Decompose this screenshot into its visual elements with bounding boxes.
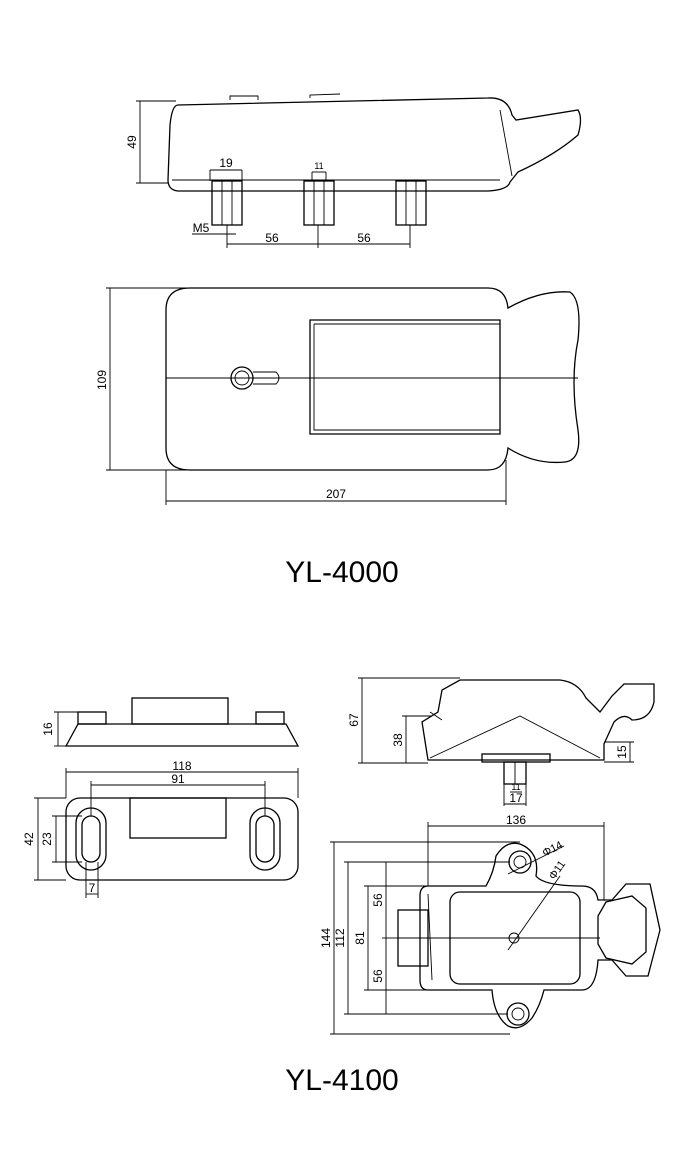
dim-yl4100-pin-diameter: 11 (511, 782, 520, 792)
dim-yl4000-pin-width: 19 (219, 156, 233, 170)
dim-yl4100-base-thickness: 15 (615, 745, 629, 759)
yl4000-side-view (136, 93, 582, 248)
dim-yl4000-spacing-1: 56 (265, 231, 279, 245)
model-title-yl4100: YL-4100 (285, 1064, 398, 1097)
dim-yl4000-length: 207 (326, 487, 346, 501)
dim-yl4100-slot-length: 23 (40, 832, 54, 846)
dim-yl4100-overall-height: 144 (319, 928, 333, 948)
dim-yl4100-body-lower: 38 (391, 733, 405, 747)
dim-yl4100-keeper-height: 16 (41, 722, 55, 736)
dim-yl4000-width: 109 (95, 370, 109, 390)
dim-yl4100-hole-small: Φ11 (547, 859, 568, 882)
dim-yl4100-hole-large: Φ14 (541, 839, 565, 859)
dim-yl4100-hole-spacing: 112 (333, 928, 347, 947)
yl4100-body-side-view (358, 677, 655, 806)
dim-yl4000-center-pin: 11 (314, 161, 323, 171)
dim-yl4100-upper-offset: 56 (371, 893, 385, 907)
model-title-yl4000: YL-4000 (285, 556, 398, 589)
dim-yl4000-height: 49 (125, 135, 139, 149)
dim-yl4100-body-length: 136 (506, 813, 526, 827)
dim-yl4100-lower-offset: 56 (371, 969, 385, 983)
dim-yl4100-body-height: 67 (347, 713, 361, 727)
dim-yl4100-pin-total: 17 (509, 791, 523, 805)
dim-yl4100-body-width: 81 (353, 931, 367, 945)
dim-yl4100-slot-spacing: 91 (171, 772, 185, 786)
yl4100-keeper-side-view (54, 697, 300, 747)
dim-yl4000-spacing-2: 56 (357, 231, 371, 245)
dim-yl4100-slot-width: 7 (89, 881, 96, 895)
dim-yl4100-keeper-width: 42 (22, 832, 36, 846)
dim-yl4000-thread: M5 (193, 221, 210, 235)
yl4000-top-view (106, 287, 580, 505)
yl4100-keeper-top-view (34, 768, 299, 898)
yl4100-body-top-view (330, 822, 661, 1035)
dim-yl4100-keeper-length: 118 (172, 759, 191, 773)
